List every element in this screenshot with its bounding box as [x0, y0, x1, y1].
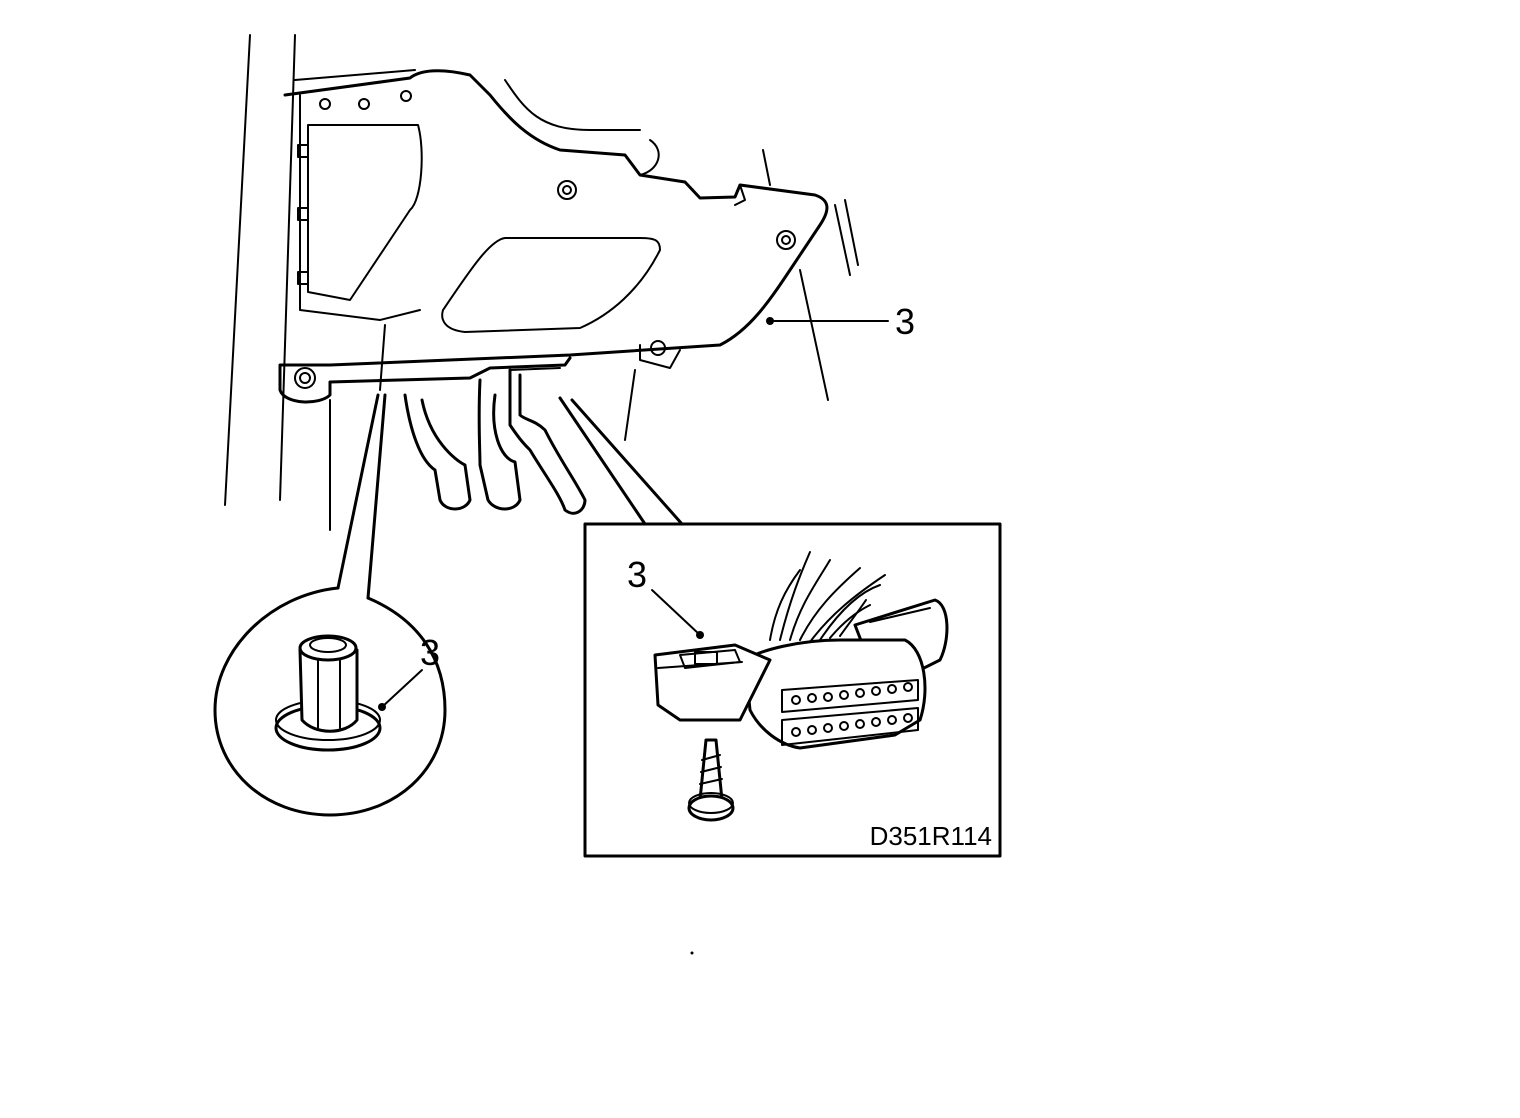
clip-detail-circle — [213, 586, 447, 817]
background-lines — [504, 79, 859, 441]
door-frame-lines — [224, 34, 416, 531]
connector-detail-box — [583, 522, 1002, 858]
callout-connector: 3 — [627, 554, 704, 639]
callout-panel: 3 — [766, 301, 915, 342]
figure-code: D351R114 — [870, 821, 992, 851]
lower-dash-panel — [278, 69, 829, 404]
connector-leader — [558, 396, 684, 526]
diagnostic-connector-icon — [653, 598, 949, 750]
callout-panel-label: 3 — [895, 301, 915, 342]
screw-icon — [687, 738, 735, 822]
wire-bundle — [769, 551, 886, 643]
push-clip-icon — [274, 634, 382, 752]
clip-leader — [336, 393, 387, 600]
callout-clip-label: 3 — [420, 632, 440, 673]
callout-clip: 3 — [378, 632, 440, 711]
pedals — [403, 367, 587, 515]
callout-connector-label: 3 — [627, 554, 647, 595]
stray-dot — [690, 951, 694, 955]
